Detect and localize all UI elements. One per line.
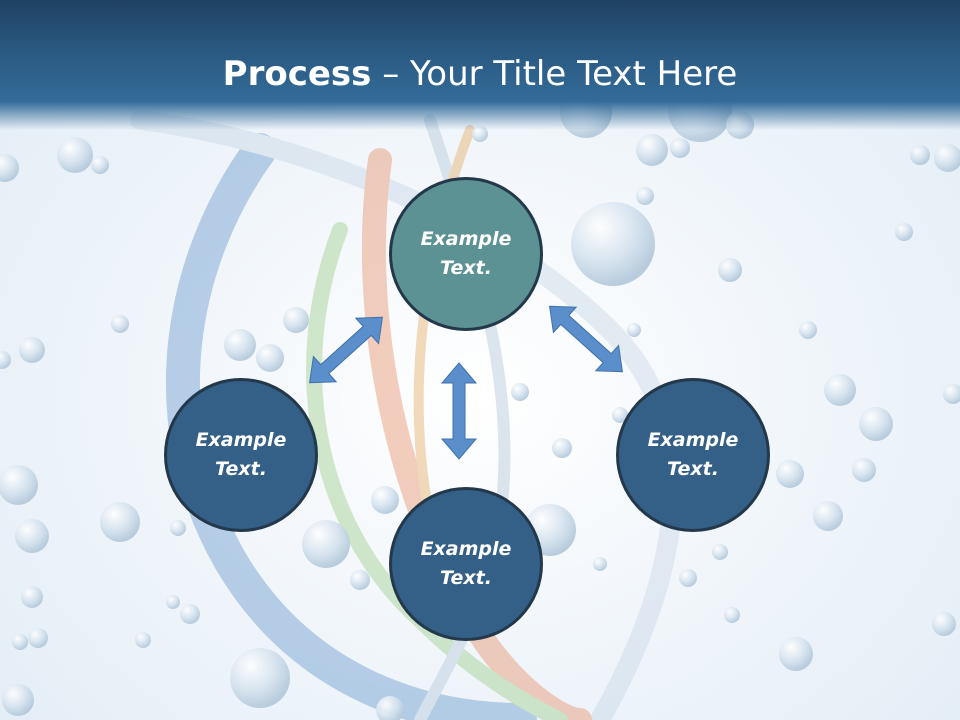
node-left-label: Example Text. — [195, 429, 287, 480]
title-bold: Process — [222, 54, 372, 94]
title-rest: Your Title Text Here — [410, 54, 738, 94]
node-bottom-label: Example Text. — [420, 538, 512, 589]
node-top-label: Example Text. — [420, 228, 512, 279]
slide-title: Process – Your Title Text Here — [0, 52, 960, 96]
process-node-bottom: Example Text. — [389, 487, 543, 641]
process-node-left: Example Text. — [164, 378, 318, 532]
process-node-right: Example Text. — [616, 378, 770, 532]
title-dash: – — [371, 54, 411, 94]
node-right-label: Example Text. — [647, 429, 739, 480]
header-bar — [0, 0, 960, 130]
process-node-top: Example Text. — [389, 177, 543, 331]
